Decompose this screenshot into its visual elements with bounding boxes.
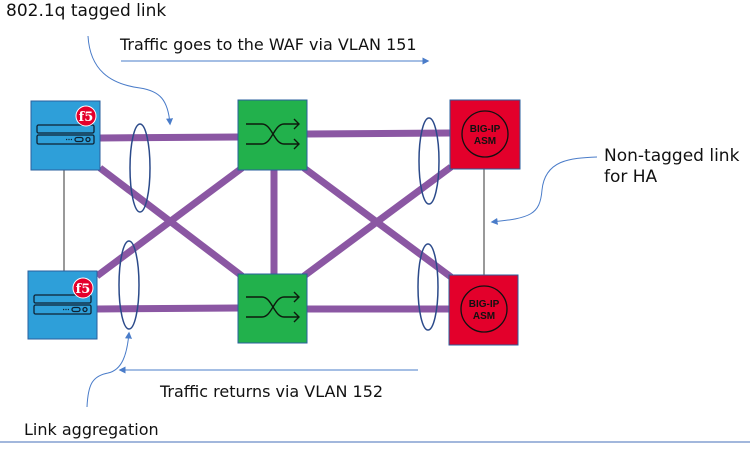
asm-device-top[interactable]: BIG-IP ASM — [449, 99, 521, 170]
traffic-return-label: Traffic returns via VLAN 152 — [160, 382, 384, 401]
non-tagged-label-line2: for HA — [604, 167, 658, 187]
f5-logo-icon: f5 — [72, 277, 94, 299]
server-icon — [33, 294, 92, 315]
f5-logo-icon: f5 — [75, 105, 97, 127]
lag-ellipse-asmtop — [418, 117, 440, 205]
svg-text:f5: f5 — [79, 110, 94, 125]
switch-top[interactable] — [237, 99, 308, 171]
asm-label-line2: ASM — [474, 136, 496, 147]
asm-device-bottom[interactable]: BIG-IP ASM — [448, 274, 519, 346]
f5-device-bottom[interactable]: f5 — [27, 270, 98, 340]
lag-ellipse-asmbottom — [417, 243, 439, 331]
svg-text:f5: f5 — [76, 282, 91, 297]
asm-label-line1: BIG-IP — [470, 124, 501, 135]
callout-arrow-tagged-link — [87, 35, 174, 126]
asm-label-line2: ASM — [473, 311, 495, 322]
shuffle-arrows-icon — [246, 118, 300, 150]
asm-label-line1: BIG-IP — [469, 299, 500, 310]
callout-arrow-link-aggregation — [86, 331, 132, 408]
f5-device-top[interactable]: f5 — [30, 100, 101, 171]
traffic-out-label: Traffic goes to the WAF via VLAN 151 — [120, 35, 417, 54]
tagged-link-label: 802.1q tagged link — [6, 1, 167, 21]
switch-bottom[interactable] — [237, 273, 308, 344]
link-switchtop-asmtop — [306, 129, 451, 138]
lag-ellipse-f5bottom — [118, 240, 140, 330]
shuffle-arrows-icon — [246, 291, 300, 323]
callout-arrow-non-tagged — [490, 156, 598, 225]
non-tagged-label-line1: Non-tagged link — [604, 146, 740, 166]
link-aggregation-label: Link aggregation — [24, 420, 159, 439]
link-f5bottom-switchbottom — [96, 304, 239, 313]
link-f5top-switchtop — [99, 133, 239, 142]
link-switchbottom-asmtop — [301, 164, 454, 279]
asm-circle-icon — [460, 285, 508, 333]
server-icon — [36, 124, 95, 145]
asm-circle-icon — [461, 110, 509, 158]
lag-ellipse-f5top — [129, 123, 151, 213]
